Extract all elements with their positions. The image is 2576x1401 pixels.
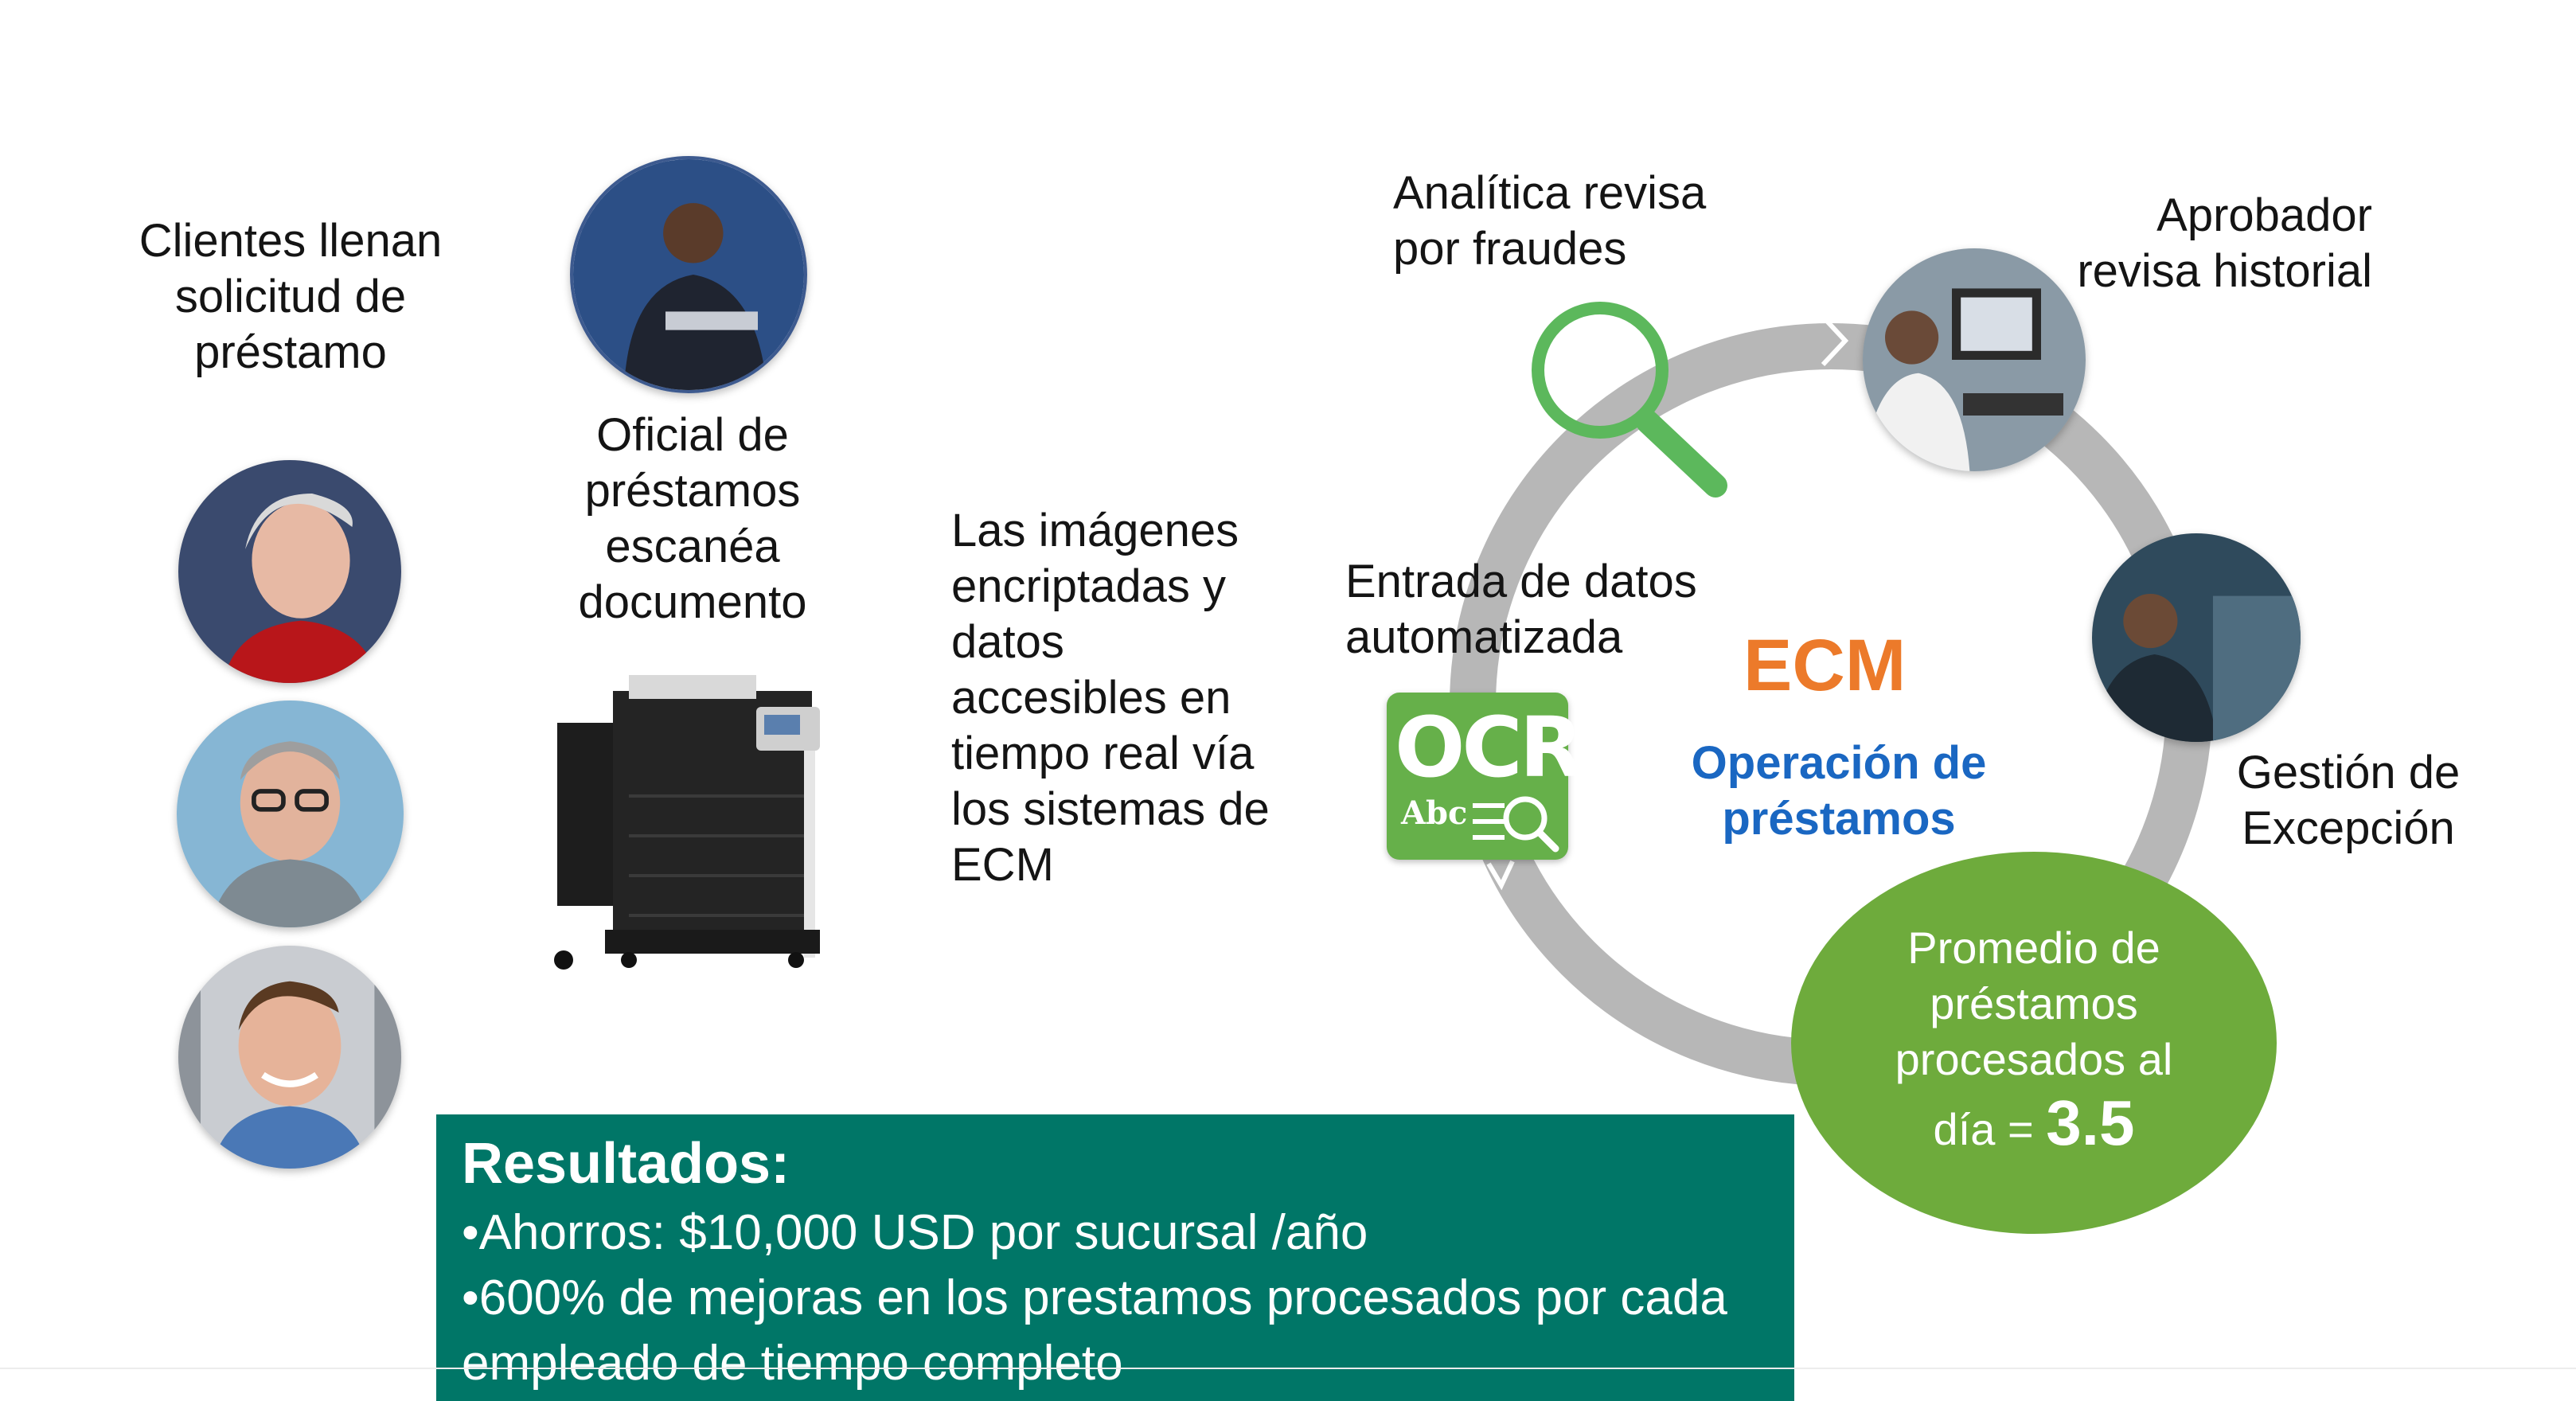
footer-divider	[0, 1368, 2576, 1369]
approver-photo	[1863, 248, 2086, 471]
average-last-line: día = 3.5	[1934, 1087, 2135, 1165]
ocr-icon: OCR Abc	[1387, 693, 1583, 860]
results-title: Resultados:	[462, 1132, 790, 1196]
average-prefix: día =	[1933, 1104, 2047, 1154]
ocr-icon-subtext: Abc	[1401, 794, 1468, 832]
average-bubble: Promedio de préstamos procesados al día …	[1791, 852, 2277, 1234]
ocr-search-icon	[1473, 796, 1559, 853]
exception-photo	[2092, 533, 2301, 742]
average-text: Promedio de préstamos procesados al	[1895, 923, 2173, 1084]
customer-photo-man-glasses	[177, 700, 404, 927]
results-box: Resultados: •Ahorros: $10,000 USD por su…	[436, 1114, 1794, 1401]
customer-photo-young-man	[178, 946, 401, 1169]
average-value: 3.5	[2046, 1087, 2135, 1158]
data-entry-label: Entrada de datos automatizada	[1345, 556, 1697, 663]
images-label: Las imágenes encriptadas y datos accesib…	[951, 505, 1270, 891]
ocr-icon-text: OCR	[1395, 699, 1583, 796]
exception-label: Gestión de Excepción	[2236, 747, 2461, 854]
results-item-improvement: •600% de mejoras en los prestamos proces…	[462, 1270, 1727, 1391]
magnifier-icon	[1532, 302, 1727, 498]
ecm-subtitle: Operación de préstamos	[1691, 737, 1987, 845]
copier-machine	[554, 675, 820, 970]
results-item-savings: •Ahorros: $10,000 USD por sucursal /año	[462, 1205, 1368, 1260]
officer-label: Oficial de préstamos escanéa documento	[578, 409, 807, 628]
customer-photo-woman	[178, 460, 401, 683]
approver-label: Aprobador revisa historial	[2077, 189, 2372, 297]
officer-photo	[570, 156, 807, 393]
ecm-title: ECM	[1743, 625, 1907, 706]
clients-label: Clientes llenan solicitud de préstamo	[139, 215, 443, 378]
analytics-label: Analítica revisa por fraudes	[1393, 167, 1707, 275]
